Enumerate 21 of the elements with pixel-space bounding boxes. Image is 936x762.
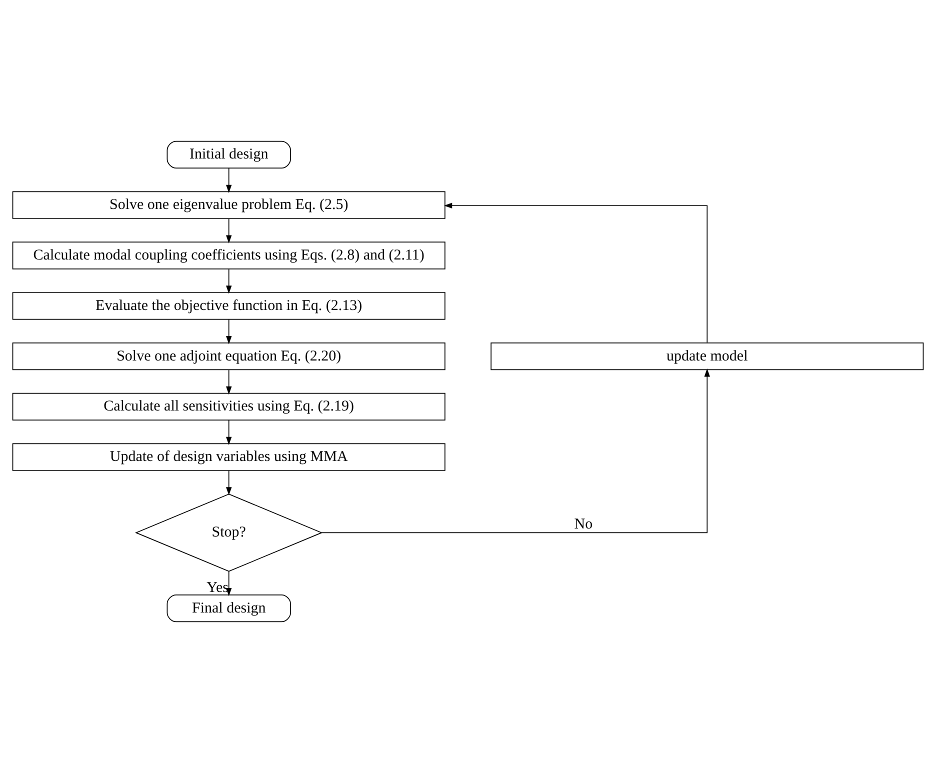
arrow <box>226 318 232 344</box>
node-box: Calculate all sensitivities using Eq. (2.19) <box>12 392 446 420</box>
arrow <box>321 368 710 533</box>
edge-label: Yes <box>206 579 229 596</box>
arrow <box>226 470 232 495</box>
node-box: update model <box>490 342 924 370</box>
node-box: Solve one eigenvalue problem Eq. (2.5) <box>12 190 446 218</box>
arrow <box>226 268 232 294</box>
arrow <box>226 218 232 243</box>
arrow <box>226 369 232 394</box>
edge-label: No <box>574 516 593 532</box>
node-diamond: Stop? <box>134 493 323 572</box>
node-box: Final design <box>166 594 291 622</box>
node-box: Evaluate the objective function in Eq. (2.13) <box>12 292 446 320</box>
arrow <box>444 202 708 342</box>
node-box: Calculate modal coupling coefficients using Eqs. (2.8) and (2.11) <box>12 241 446 269</box>
node-box: Initial design <box>166 140 291 168</box>
arrow <box>226 420 232 444</box>
arrow <box>226 168 232 192</box>
node-box: Solve one adjoint equation Eq. (2.20) <box>12 342 446 370</box>
node-box: Update of design variables using MMA <box>12 442 446 470</box>
